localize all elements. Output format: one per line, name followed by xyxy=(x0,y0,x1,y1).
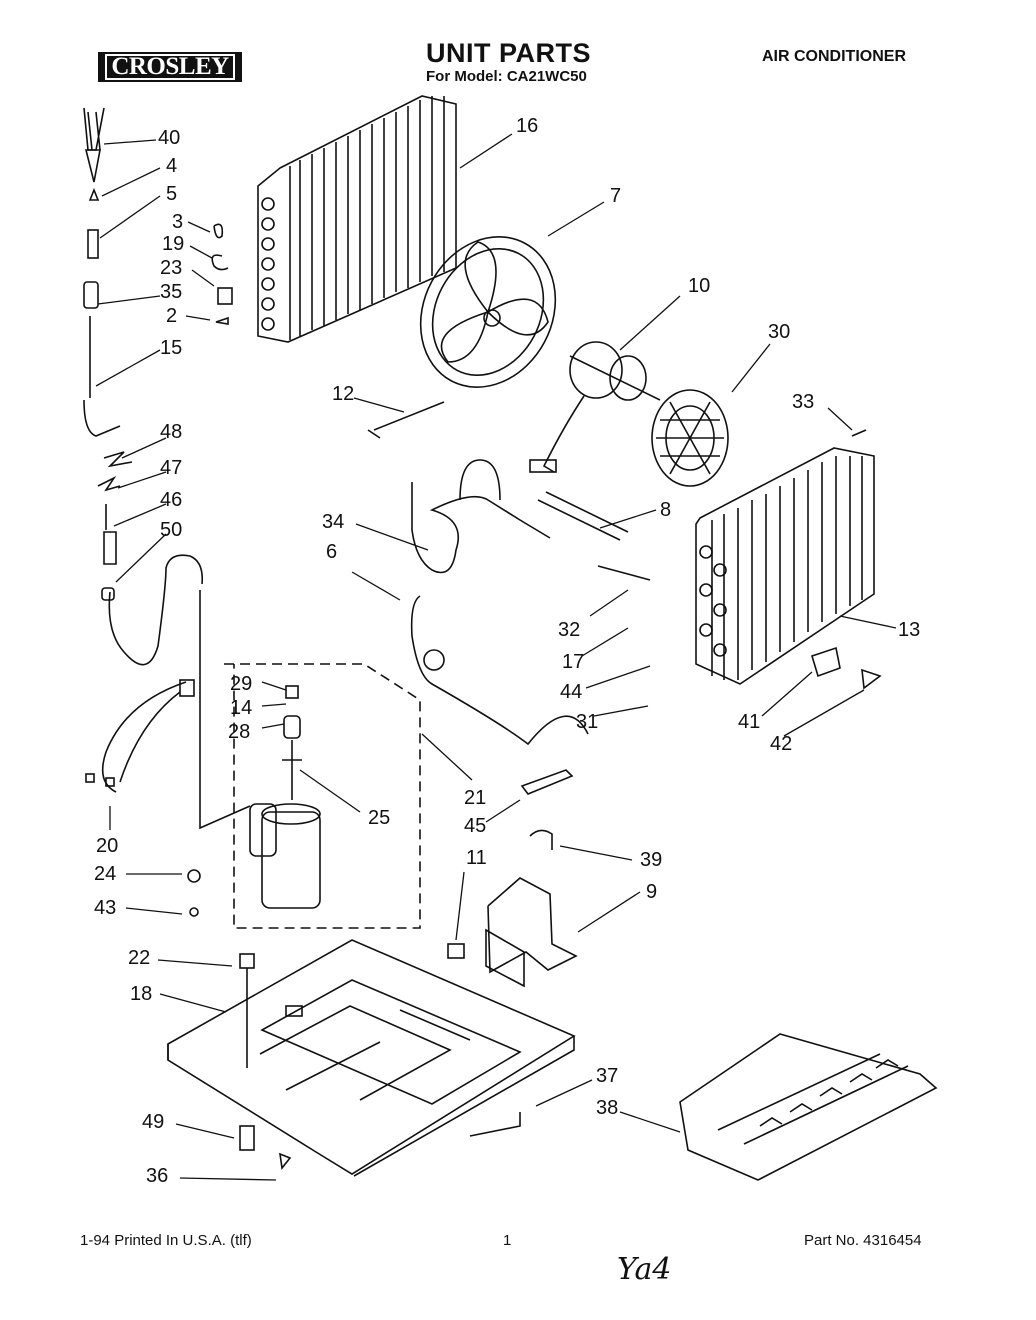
callout-label: 39 xyxy=(640,849,662,871)
callout-label: 8 xyxy=(660,499,671,521)
handwritten-note: Ya4 xyxy=(617,1252,672,1287)
part-number: Part No. 4316454 xyxy=(804,1232,922,1249)
callout-label: 14 xyxy=(230,697,252,719)
callout-label: 31 xyxy=(576,711,598,733)
front-grille xyxy=(679,1033,938,1181)
print-info: 1-94 Printed In U.S.A. (tlf) xyxy=(80,1232,252,1249)
brand-logo: CROSLEY xyxy=(98,52,242,82)
callout-label: 18 xyxy=(130,983,152,1005)
callout-label: 3 xyxy=(172,211,183,233)
callout-label: 49 xyxy=(142,1111,164,1133)
callout-label: 24 xyxy=(94,863,116,885)
callout-label: 11 xyxy=(466,847,487,869)
base-pan xyxy=(167,939,576,1177)
callout-label: 23 xyxy=(160,257,182,279)
callout-label: 35 xyxy=(160,281,182,303)
callout-label: 34 xyxy=(322,511,344,533)
callout-labels: 40 4 5 3 19 23 35 2 15 16 7 10 30 12 33 … xyxy=(94,115,920,1187)
callout-label: 40 xyxy=(158,127,180,149)
callout-label: 32 xyxy=(558,619,580,641)
callout-label: 22 xyxy=(128,947,150,969)
callout-label: 47 xyxy=(160,457,182,479)
condenser-coil xyxy=(257,95,457,343)
left-wiring-parts xyxy=(83,107,233,666)
callout-label: 10 xyxy=(688,275,710,297)
blower-wheel xyxy=(651,389,729,487)
callout-label: 28 xyxy=(228,721,250,743)
callout-label: 6 xyxy=(326,541,337,563)
callout-label: 21 xyxy=(464,787,486,809)
callout-label: 38 xyxy=(596,1097,618,1119)
callout-label: 20 xyxy=(96,835,118,857)
callout-label: 50 xyxy=(160,519,182,541)
callout-label: 43 xyxy=(94,897,116,919)
callout-label: 15 xyxy=(160,337,182,359)
callout-label: 42 xyxy=(770,733,792,755)
callout-label: 9 xyxy=(646,881,657,903)
callout-label: 29 xyxy=(230,673,252,695)
wiring-harness xyxy=(85,679,195,793)
evaporator-coil xyxy=(695,447,875,685)
callout-label: 13 xyxy=(898,619,920,641)
callout-label: 37 xyxy=(596,1065,618,1087)
callout-label: 12 xyxy=(332,383,354,405)
callout-label: 44 xyxy=(560,681,582,703)
product-category: AIR CONDITIONER xyxy=(762,48,906,65)
page-number: 1 xyxy=(503,1232,512,1249)
callout-label: 19 xyxy=(162,233,184,255)
callout-label: 30 xyxy=(768,321,790,343)
brand-name: CROSLEY xyxy=(105,54,235,80)
fan-motor xyxy=(529,341,661,473)
callout-label: 7 xyxy=(610,185,621,207)
callout-label: 45 xyxy=(464,815,486,837)
compressor-assembly xyxy=(199,590,421,929)
callout-label: 36 xyxy=(146,1165,168,1187)
callout-label: 25 xyxy=(368,807,390,829)
brackets-and-supports xyxy=(447,646,882,1137)
callout-label: 17 xyxy=(562,651,584,673)
callout-label: 2 xyxy=(166,305,177,327)
callout-label: 4 xyxy=(166,155,177,177)
model-line: For Model: CA21WC50 xyxy=(426,68,587,85)
callout-label: 33 xyxy=(792,391,814,413)
leader-lines xyxy=(95,133,897,1181)
callout-label: 5 xyxy=(166,183,177,205)
page-title: UNIT PARTS xyxy=(426,38,591,68)
tubing-and-fittings xyxy=(367,401,867,746)
callout-label: 16 xyxy=(516,115,538,137)
callout-label: 46 xyxy=(160,489,182,511)
fan-blade xyxy=(419,236,557,388)
fasteners xyxy=(187,869,292,1170)
callout-label: 48 xyxy=(160,421,182,443)
callout-label: 41 xyxy=(738,711,760,733)
